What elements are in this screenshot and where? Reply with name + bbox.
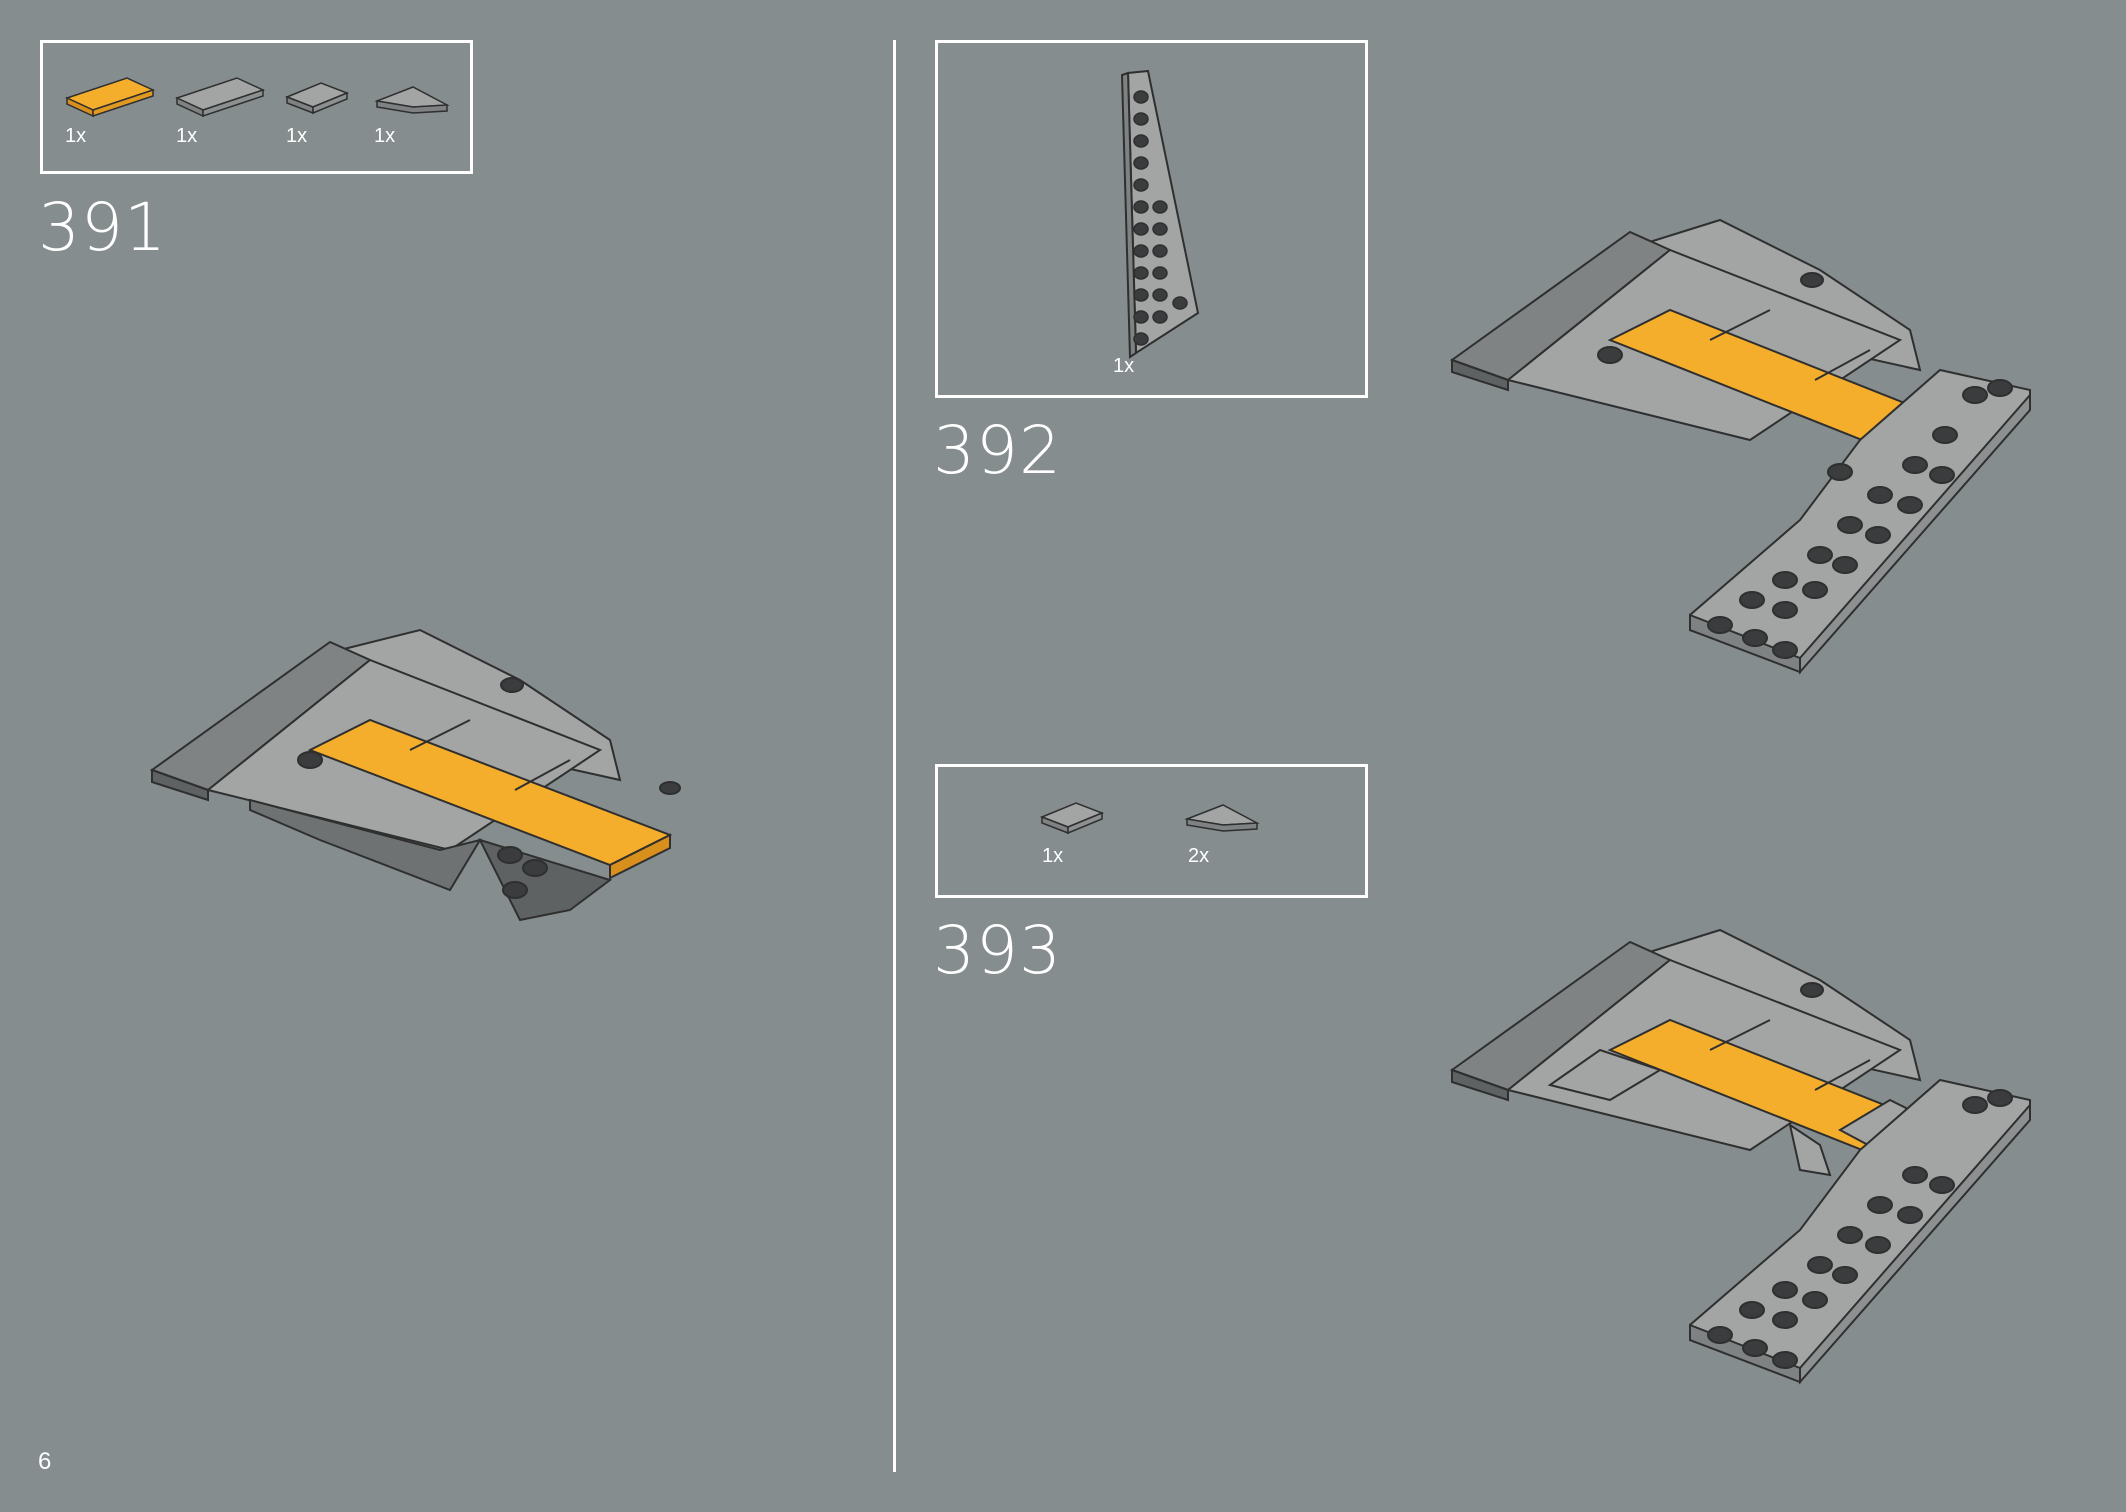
build-model-392 <box>1449 218 2031 675</box>
page-number: 6 <box>38 1448 52 1475</box>
part-qty: 1x <box>374 125 396 147</box>
build-model-391 <box>149 628 681 922</box>
gray-wedge-tile-icon <box>1184 804 1260 832</box>
gray-wedge-tile-icon <box>374 86 450 114</box>
part-qty: 1x <box>286 125 308 147</box>
gray-tile-1x4-icon <box>174 77 266 118</box>
parts-callout-391: 1x 1x 1x 1x <box>40 40 473 174</box>
gray-wedge-plate-icon <box>1120 69 1200 359</box>
step-number-393: 393 <box>933 912 1062 989</box>
parts-callout-392: 1x <box>935 40 1368 398</box>
part-qty: 1x <box>176 125 198 147</box>
gray-tile-1x2-icon <box>1039 802 1105 835</box>
yellow-tile-1x4-icon <box>64 77 156 118</box>
page-divider <box>893 40 896 1472</box>
build-model-393 <box>1449 928 2031 1385</box>
step-number-391: 391 <box>38 189 167 266</box>
part-qty: 1x <box>65 125 87 147</box>
part-qty: 2x <box>1188 845 1210 867</box>
parts-callout-393: 1x 2x <box>935 764 1368 898</box>
part-qty: 1x <box>1113 355 1135 377</box>
step-number-392: 392 <box>933 412 1062 489</box>
gray-tile-1x2-icon <box>284 82 350 115</box>
part-qty: 1x <box>1042 845 1064 867</box>
